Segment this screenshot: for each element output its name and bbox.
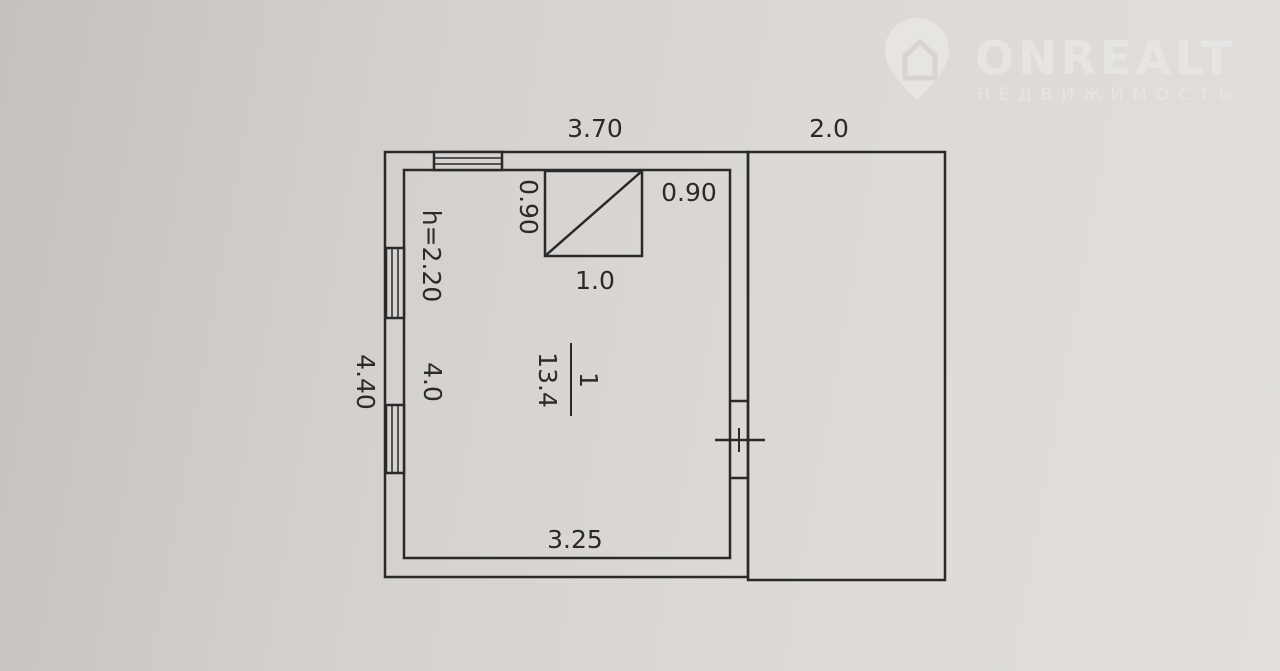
room-area: 13.4 bbox=[533, 352, 562, 408]
closet bbox=[543, 169, 644, 258]
house-icon bbox=[902, 38, 938, 81]
watermark: ONREALT НЕДВИЖИМОСТЬ bbox=[885, 18, 1239, 105]
room-number: 1 bbox=[574, 372, 603, 388]
inner-wall-room bbox=[402, 168, 732, 560]
dimension-inner-height: 4.0 bbox=[418, 362, 447, 402]
dimension-main-width: 3.70 bbox=[567, 114, 623, 143]
window-top bbox=[432, 150, 504, 172]
dimension-annex-width: 2.0 bbox=[809, 114, 849, 143]
annex-outline bbox=[746, 150, 947, 582]
watermark-subtitle: НЕДВИЖИМОСТЬ bbox=[977, 85, 1239, 105]
ceiling-height: h=2.20 bbox=[417, 210, 446, 302]
dimension-closet-width: 1.0 bbox=[575, 266, 615, 295]
watermark-brand: ONREALT bbox=[975, 31, 1236, 85]
dimension-closet-depth: 0.90 bbox=[514, 179, 543, 235]
dimension-outer-height: 4.40 bbox=[351, 354, 380, 410]
door-right bbox=[715, 399, 765, 480]
dimension-closet-side: 0.90 bbox=[661, 178, 717, 207]
window-left-1 bbox=[384, 246, 406, 320]
location-pin-icon bbox=[885, 18, 949, 100]
window-left-2 bbox=[384, 403, 406, 475]
dimension-inner-width: 3.25 bbox=[547, 525, 603, 554]
